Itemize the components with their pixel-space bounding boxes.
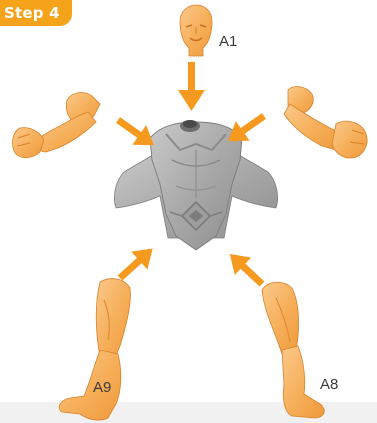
part-label-a8: A8 bbox=[320, 377, 338, 393]
arrow-right-leg-to-torso bbox=[222, 245, 271, 293]
left-leg-part-icon bbox=[59, 279, 130, 420]
left-arm-part-icon bbox=[13, 93, 100, 158]
head-part-icon bbox=[180, 5, 212, 56]
right-arm-part-icon bbox=[284, 87, 367, 158]
part-label-a1: A1 bbox=[219, 34, 237, 50]
arrow-head-to-torso bbox=[178, 62, 205, 111]
right-leg-part-icon bbox=[262, 282, 324, 418]
part-label-a9: A9 bbox=[93, 380, 111, 396]
step-badge: Step 4 bbox=[0, 0, 72, 26]
